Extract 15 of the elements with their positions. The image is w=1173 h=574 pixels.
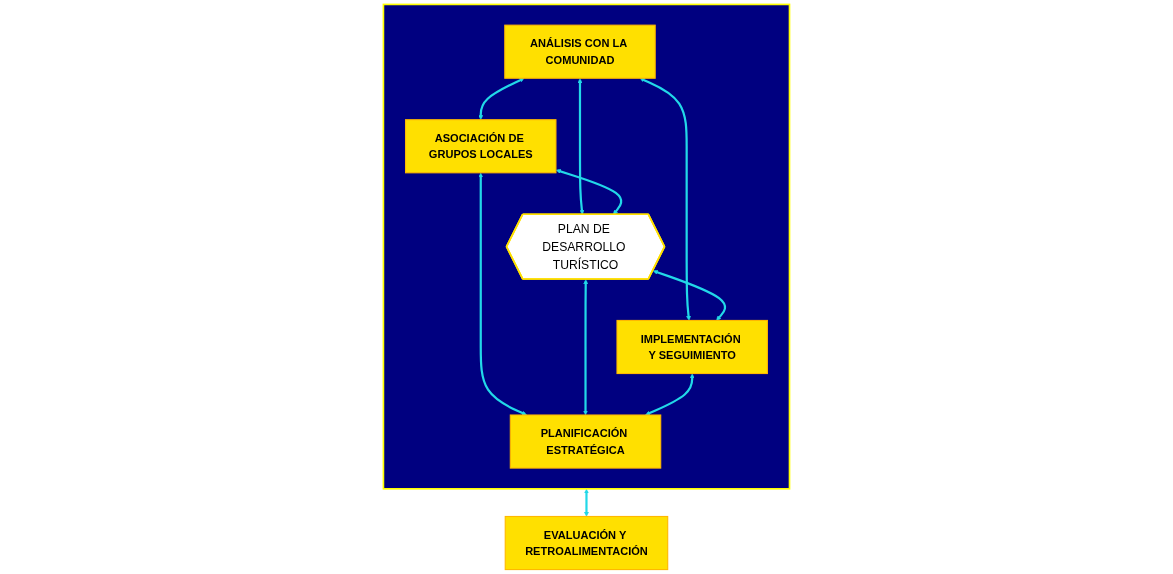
arrow [478,172,527,416]
arrow [555,169,623,215]
node-box: EVALUACIÓN Y RETROALIMENTACIÓN [504,515,669,571]
arrow [478,78,525,120]
node-box: IMPLEMENTACIÓN Y SEGUIMIENTO [616,319,768,375]
arrow [584,488,589,517]
arrow [583,279,589,416]
arrow [645,373,695,416]
node-box: PLANIFICACIÓN ESTRATÉGICA [509,414,662,469]
node-box: ASOCIACIÓN DE GRUPOS LOCALES [405,119,557,174]
arrow [652,269,727,321]
node-box: ANÁLISIS CON LA COMUNIDAD [504,24,656,79]
cluster [382,3,791,490]
arrow [639,77,691,321]
arrow [577,78,585,215]
